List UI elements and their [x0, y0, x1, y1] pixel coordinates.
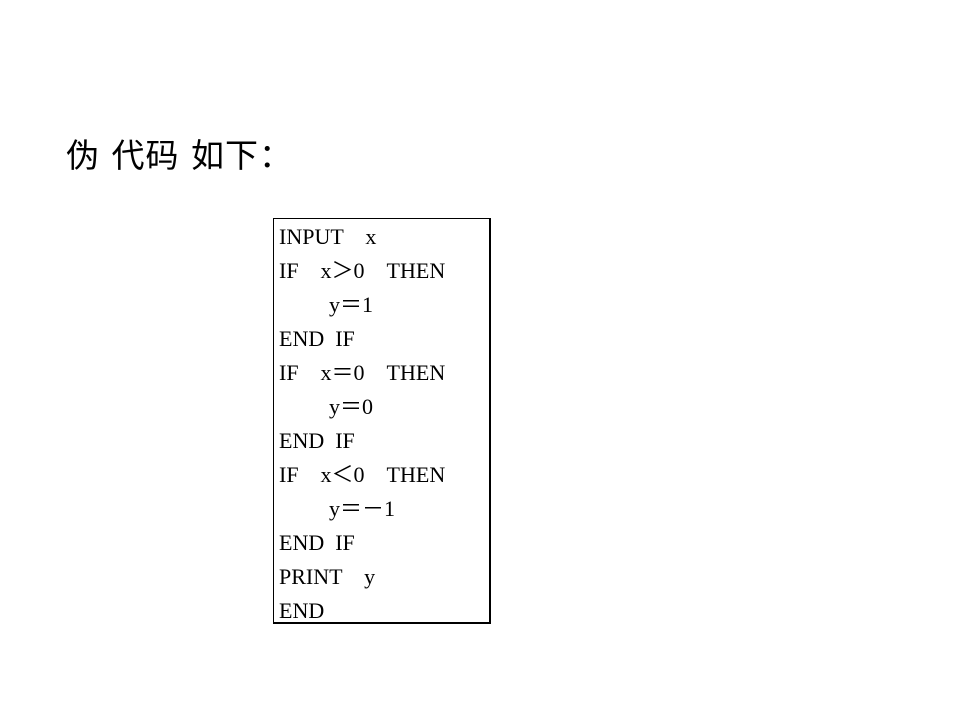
- page-title: 伪 代码 如下：: [66, 136, 293, 175]
- code-line-end-if-3: END IF: [279, 530, 355, 555]
- code-line-input: INPUT x: [279, 224, 377, 249]
- code-line-assign-zero: y＝0: [329, 394, 374, 419]
- code-line-end-if-2: END IF: [279, 428, 355, 453]
- code-line-print: PRINT y: [279, 564, 376, 589]
- code-line-assign-negative: y＝－1: [329, 496, 396, 521]
- pseudocode-box: INPUT x IF x＞0 THEN y＝1 END IF IF x＝0 TH…: [273, 218, 491, 624]
- code-line-if-positive: IF x＞0 THEN: [279, 258, 446, 283]
- code-line-if-negative: IF x＜0 THEN: [279, 462, 446, 487]
- code-line-end-if-1: END IF: [279, 326, 355, 351]
- code-line-assign-positive: y＝1: [329, 292, 374, 317]
- code-line-end: END: [279, 598, 325, 623]
- code-line-if-zero: IF x＝0 THEN: [279, 360, 446, 385]
